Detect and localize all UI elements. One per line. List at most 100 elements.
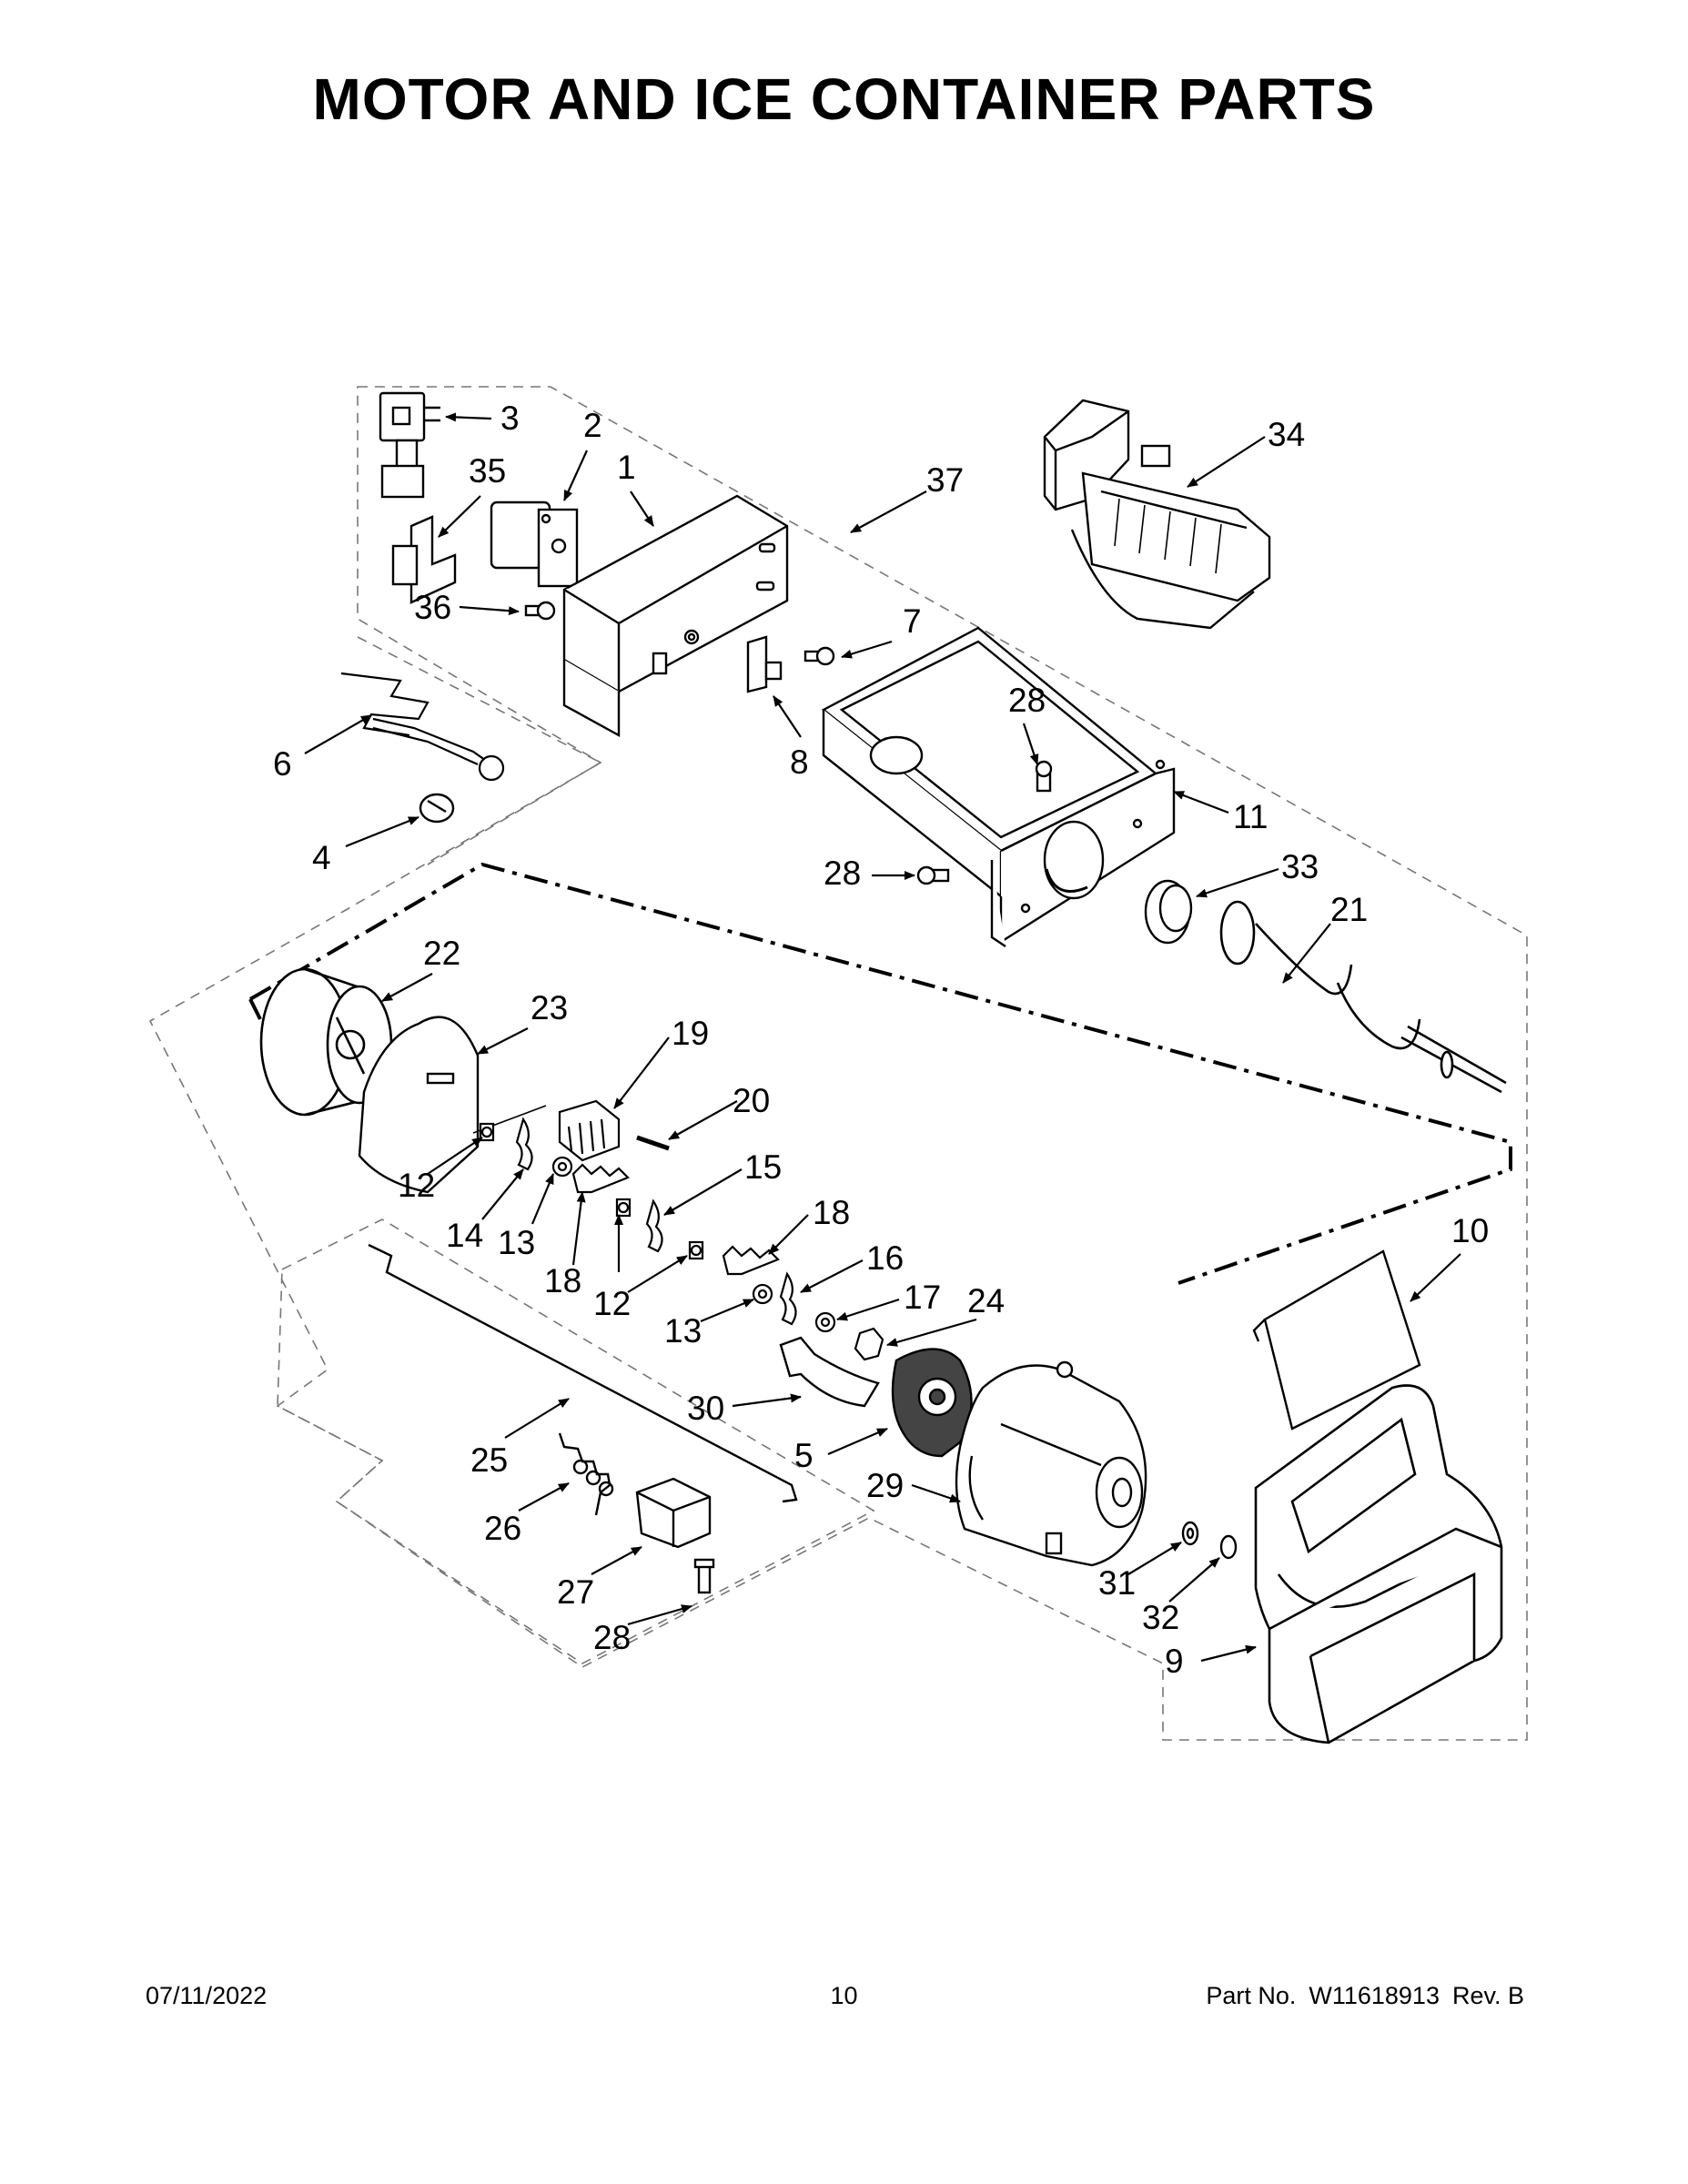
callout-6: 6 (273, 745, 292, 783)
leader-33 (1196, 867, 1279, 898)
leader-32 (1168, 1557, 1220, 1603)
callout-18a: 18 (544, 1262, 581, 1299)
callout-36: 36 (414, 589, 451, 626)
bracket-part (635, 1477, 712, 1549)
blade-16 (779, 1271, 797, 1326)
leader-27 (591, 1546, 642, 1575)
callout-7: 7 (903, 602, 922, 640)
callout-22: 22 (423, 935, 460, 972)
crusher-housing-part (955, 1360, 1147, 1567)
light-socket-part (419, 793, 455, 824)
callout-28b: 28 (824, 854, 861, 892)
end-cap-part (358, 1016, 480, 1194)
callout-28a: 28 (1008, 682, 1046, 719)
callout-9: 9 (1165, 1643, 1184, 1680)
leader-22 (381, 973, 433, 1002)
leader-18a (571, 1191, 586, 1266)
leader-13b (700, 1298, 754, 1323)
screw-28-lower-part (693, 1558, 715, 1594)
callout-16: 16 (866, 1239, 904, 1277)
callout-labels: 1 2 3 4 5 6 7 8 9 10 11 12 12 13 13 14 1… (273, 399, 1489, 1680)
callout-31: 31 (1098, 1564, 1136, 1602)
blade-18b (722, 1245, 780, 1276)
leader-23 (477, 1027, 529, 1055)
leader-7 (841, 640, 893, 659)
screw-36-part (524, 601, 556, 621)
part-number: W11618913 (1309, 1982, 1440, 2009)
shaft-part (636, 1135, 670, 1151)
motor-bracket-part (562, 494, 789, 738)
leader-18b (768, 1214, 809, 1255)
harness-boundary (357, 636, 602, 865)
leader-arrows (304, 412, 1461, 1663)
leader-1 (630, 490, 654, 527)
callout-29: 29 (866, 1467, 904, 1504)
leader-37 (850, 490, 927, 533)
washer-13b (752, 1283, 773, 1305)
leader-10 (1410, 1253, 1461, 1302)
callout-8: 8 (790, 743, 809, 781)
blade-18a (571, 1163, 630, 1194)
lower-group-boundary (277, 1218, 875, 1664)
leader-6 (304, 714, 372, 754)
leader-28a (1022, 723, 1039, 765)
callout-28c: 28 (593, 1619, 631, 1656)
group-boundaries (148, 386, 1528, 1741)
screw-28-upper-part (1035, 760, 1053, 793)
ice-bin-outline-edge (248, 998, 262, 1020)
callout-24: 24 (967, 1282, 1005, 1320)
bearing-part (1144, 879, 1193, 945)
page-title: MOTOR AND ICE CONTAINER PARTS (312, 66, 1376, 132)
washer-13a (551, 1156, 573, 1178)
clip-ring-32-part (1219, 1534, 1238, 1560)
callout-2: 2 (583, 407, 602, 444)
callout-20: 20 (733, 1082, 770, 1119)
callout-30: 30 (687, 1390, 724, 1427)
solenoid-bracket-part (391, 515, 457, 604)
callout-17: 17 (904, 1279, 941, 1316)
callout-34: 34 (1268, 416, 1305, 453)
crusher-blade-stack (479, 1117, 884, 1361)
leader-9 (1200, 1644, 1257, 1663)
leader-12a (427, 1137, 483, 1175)
leader-19 (613, 1036, 670, 1109)
leader-29 (911, 1483, 961, 1503)
part-label: Part No. (1206, 1982, 1297, 2009)
spring-part (558, 1432, 614, 1516)
callout-23: 23 (531, 989, 568, 1026)
leader-34 (1187, 436, 1266, 488)
leader-17 (836, 1298, 900, 1321)
ice-bin-outline (248, 862, 1512, 1285)
leader-11 (1173, 790, 1229, 814)
footer-part-number: Part No. W11618913 Rev. B (1193, 1982, 1524, 2010)
callout-5: 5 (794, 1437, 814, 1474)
leader-4 (345, 815, 419, 848)
callout-1: 1 (617, 449, 636, 486)
leader-28c (627, 1604, 692, 1626)
callout-32: 32 (1142, 1599, 1179, 1636)
callout-19: 19 (672, 1015, 709, 1052)
ice-bin-front-part (1254, 1384, 1503, 1744)
leader-8 (773, 695, 802, 738)
blade-spacer-part (558, 1099, 621, 1162)
auger-motor-part (490, 500, 579, 588)
leader-20 (668, 1100, 738, 1140)
leader-14 (481, 1168, 524, 1220)
bushing-12c (688, 1240, 704, 1260)
callout-13b: 13 (664, 1312, 702, 1350)
wire-harness-part (340, 672, 505, 782)
washer-17 (814, 1311, 836, 1333)
leader-5 (827, 1427, 888, 1456)
leader-12b (627, 1255, 688, 1293)
auger-part (1219, 900, 1507, 1094)
callout-14: 14 (446, 1217, 483, 1254)
impeller-plate-part (891, 1348, 973, 1458)
revision: Rev. B (1451, 1982, 1524, 2009)
blade-15 (645, 1198, 663, 1253)
leader-31 (1127, 1542, 1182, 1575)
leader-15 (663, 1168, 743, 1216)
leader-3 (445, 412, 492, 422)
washer-31-part (1181, 1521, 1199, 1546)
callout-3: 3 (500, 399, 520, 437)
